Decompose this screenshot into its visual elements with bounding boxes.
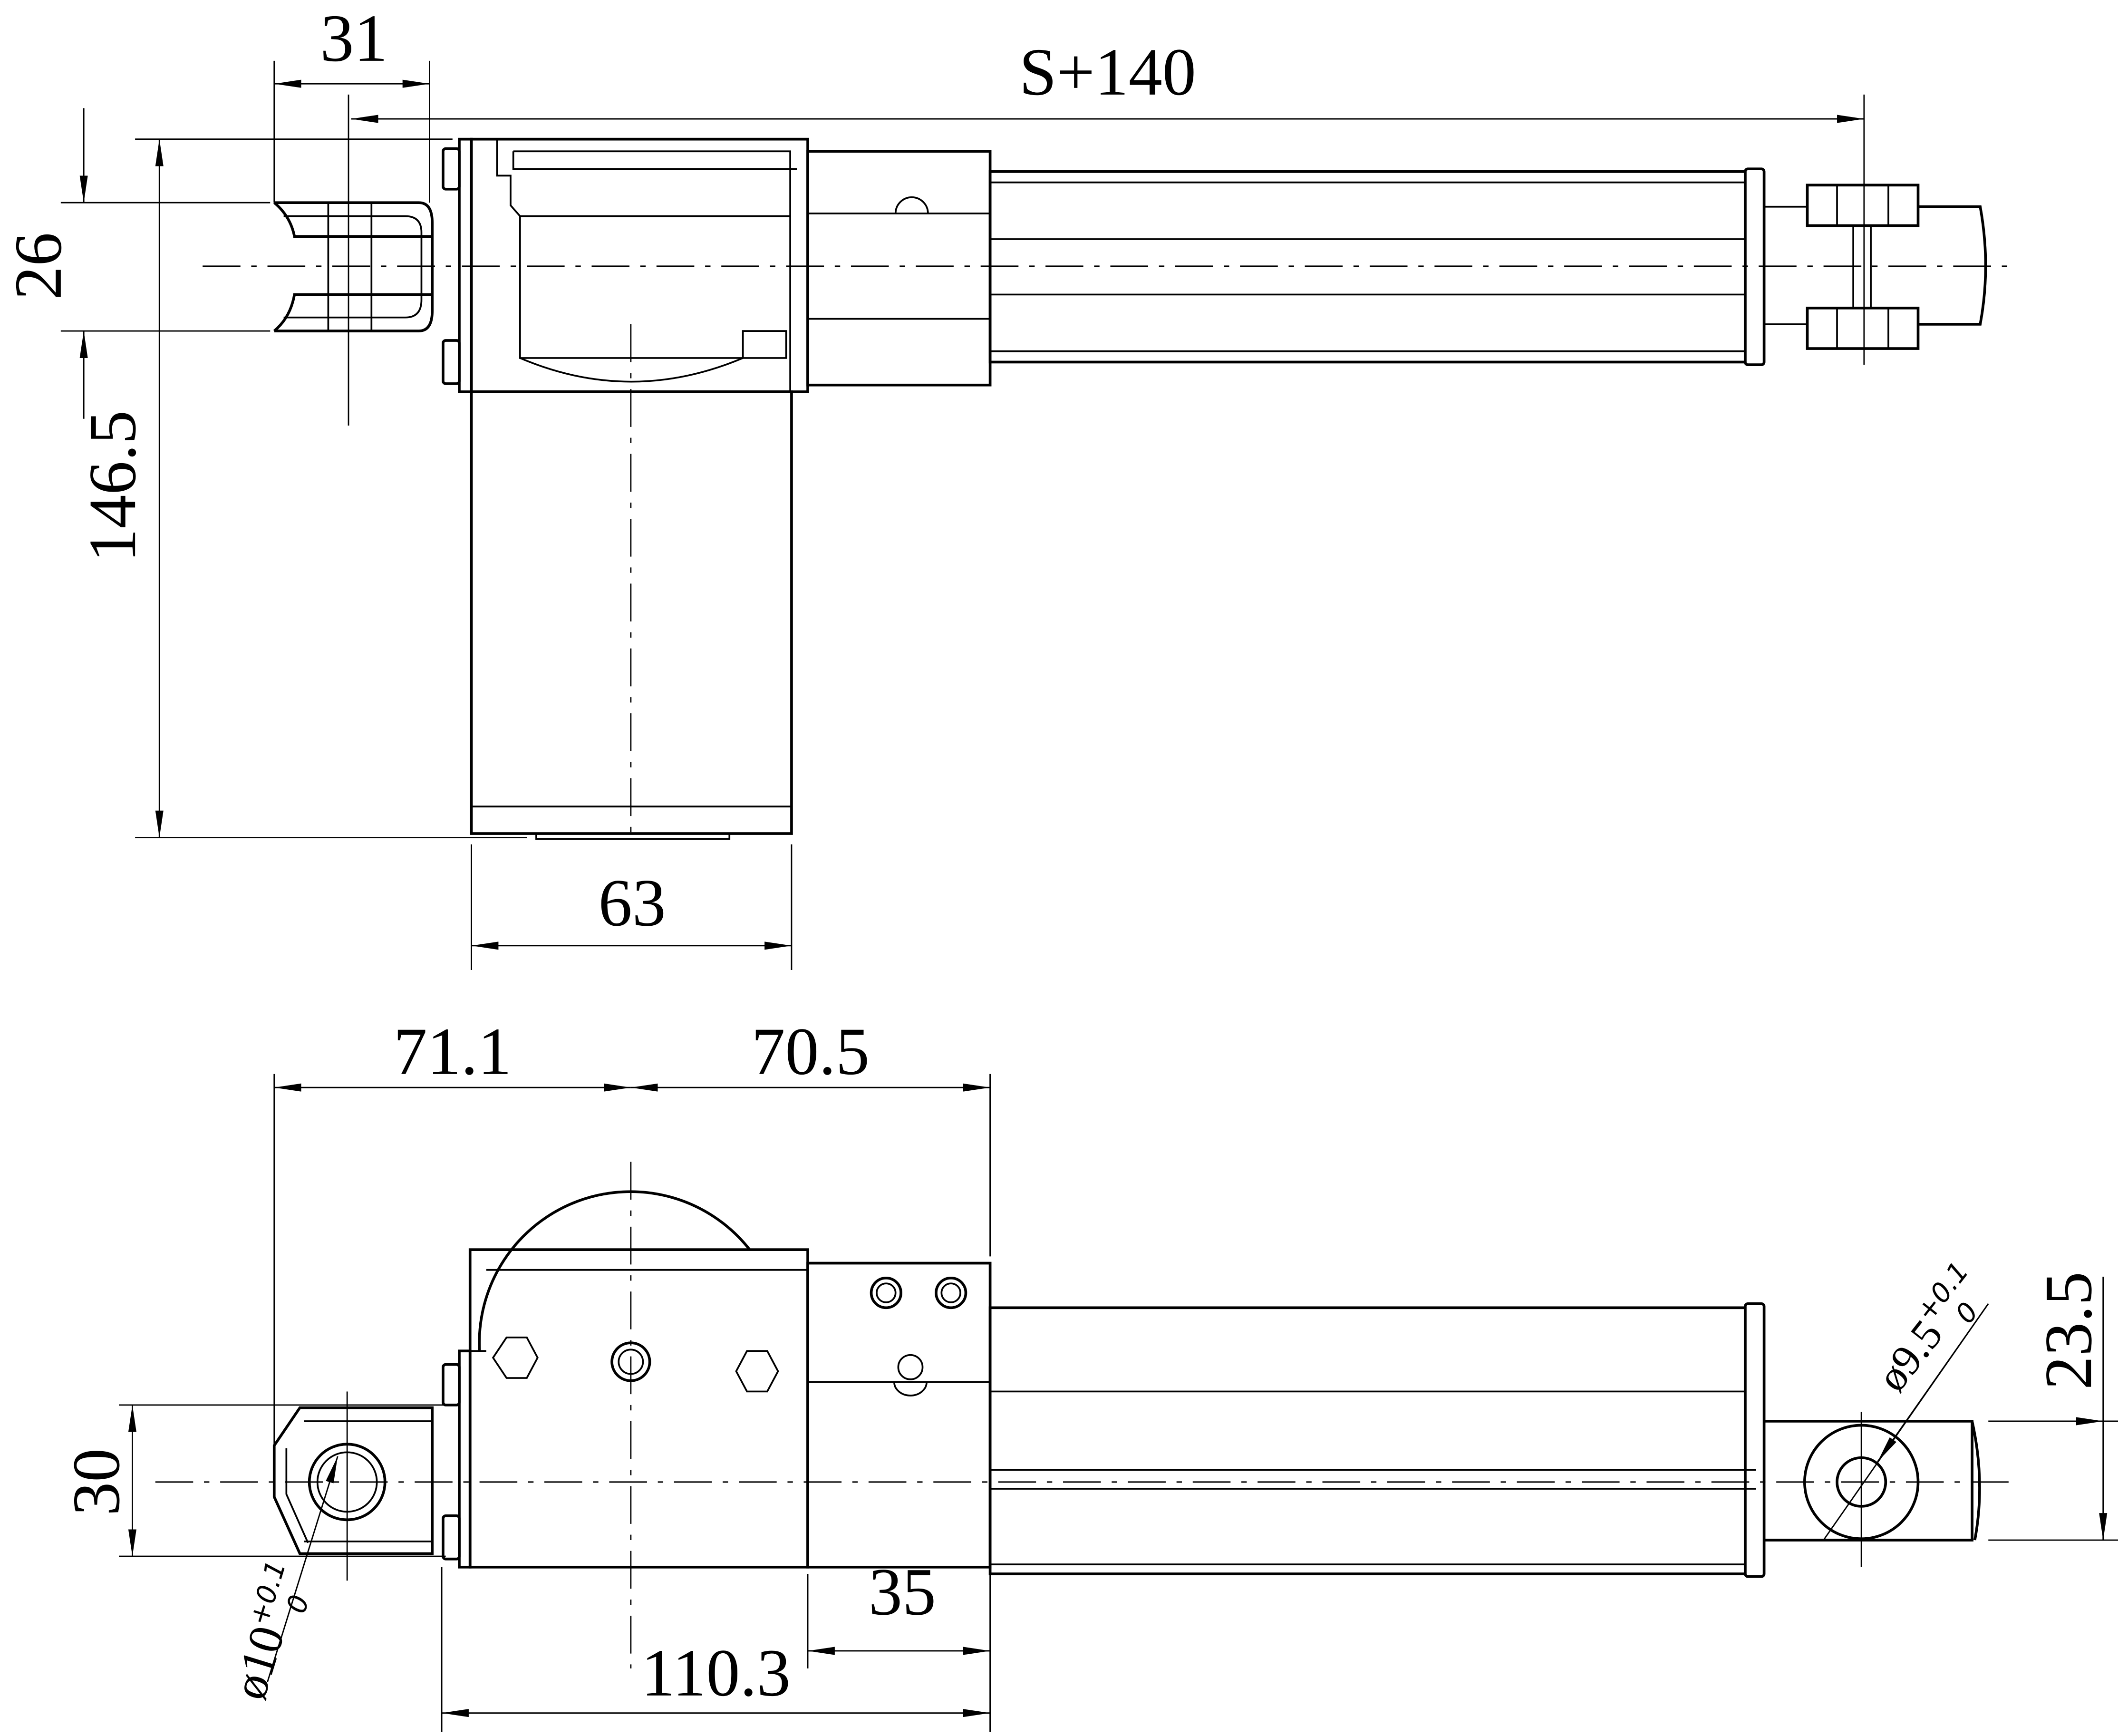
- dim-label: 70.5: [751, 1014, 870, 1089]
- dim-label: 110.3: [641, 1635, 791, 1710]
- outer-tube: [988, 1302, 1766, 1578]
- dim-31: 31: [273, 0, 430, 203]
- dim-label: 146.5: [75, 410, 150, 563]
- mounting-plate: [458, 1349, 472, 1569]
- lower-tolerance: 0: [280, 1591, 316, 1617]
- bolt-head: [442, 1514, 461, 1561]
- dim-71-1: 71.1: [273, 1014, 631, 1446]
- rod-end: [1764, 1420, 1981, 1542]
- top-view: 31 S+140 26 146.5 63: [0, 0, 2016, 970]
- rear-clevis: [273, 201, 434, 332]
- dim-label: 31: [320, 0, 387, 76]
- front-housing: [806, 1261, 992, 1569]
- dim-label: 26: [0, 233, 76, 300]
- hex-nut-icon: [735, 1350, 779, 1393]
- dim-s-plus-140: S+140: [351, 34, 1864, 123]
- front-hole-callout: ø9.5+0.10: [1823, 1256, 1989, 1541]
- dim-label: S+140: [1019, 34, 1196, 109]
- dim-70-5: 70.5: [630, 1014, 991, 1257]
- dim-30: 30: [58, 1404, 446, 1557]
- bolt-head: [442, 1363, 461, 1406]
- dim-label: 35: [869, 1554, 936, 1629]
- bolt-head: [442, 339, 461, 385]
- outer-tube: [988, 167, 1766, 366]
- motor: [470, 390, 793, 840]
- dim-label: 63: [599, 865, 666, 940]
- screw-head-icon: [610, 1341, 651, 1382]
- dim-63: 63: [471, 844, 793, 970]
- hole-diameter: ø10: [222, 1620, 295, 1706]
- side-view: 71.1 70.5 30 23.5 35 1: [58, 1014, 2118, 1732]
- dim-146-5: 146.5: [75, 138, 527, 838]
- front-housing: [806, 150, 992, 387]
- dim-35: 35: [807, 1554, 990, 1668]
- svg-text:ø10+0.10: ø10+0.10: [222, 1557, 323, 1708]
- dim-label: 71.1: [394, 1014, 512, 1089]
- dim-23-5: 23.5: [1988, 1271, 2118, 1541]
- rear-clevis: [272, 1406, 434, 1555]
- bolt-head: [442, 147, 461, 191]
- gearbox-housing: [468, 1190, 809, 1569]
- dim-label: 30: [58, 1448, 134, 1516]
- hex-nut-icon: [492, 1336, 539, 1379]
- rod-end: [1764, 94, 1987, 365]
- dim-110-3: 110.3: [441, 1567, 991, 1732]
- dim-26: 26: [0, 108, 271, 419]
- dim-label: 23.5: [2031, 1271, 2106, 1390]
- hole-diameter: ø9.5: [1867, 1311, 1952, 1400]
